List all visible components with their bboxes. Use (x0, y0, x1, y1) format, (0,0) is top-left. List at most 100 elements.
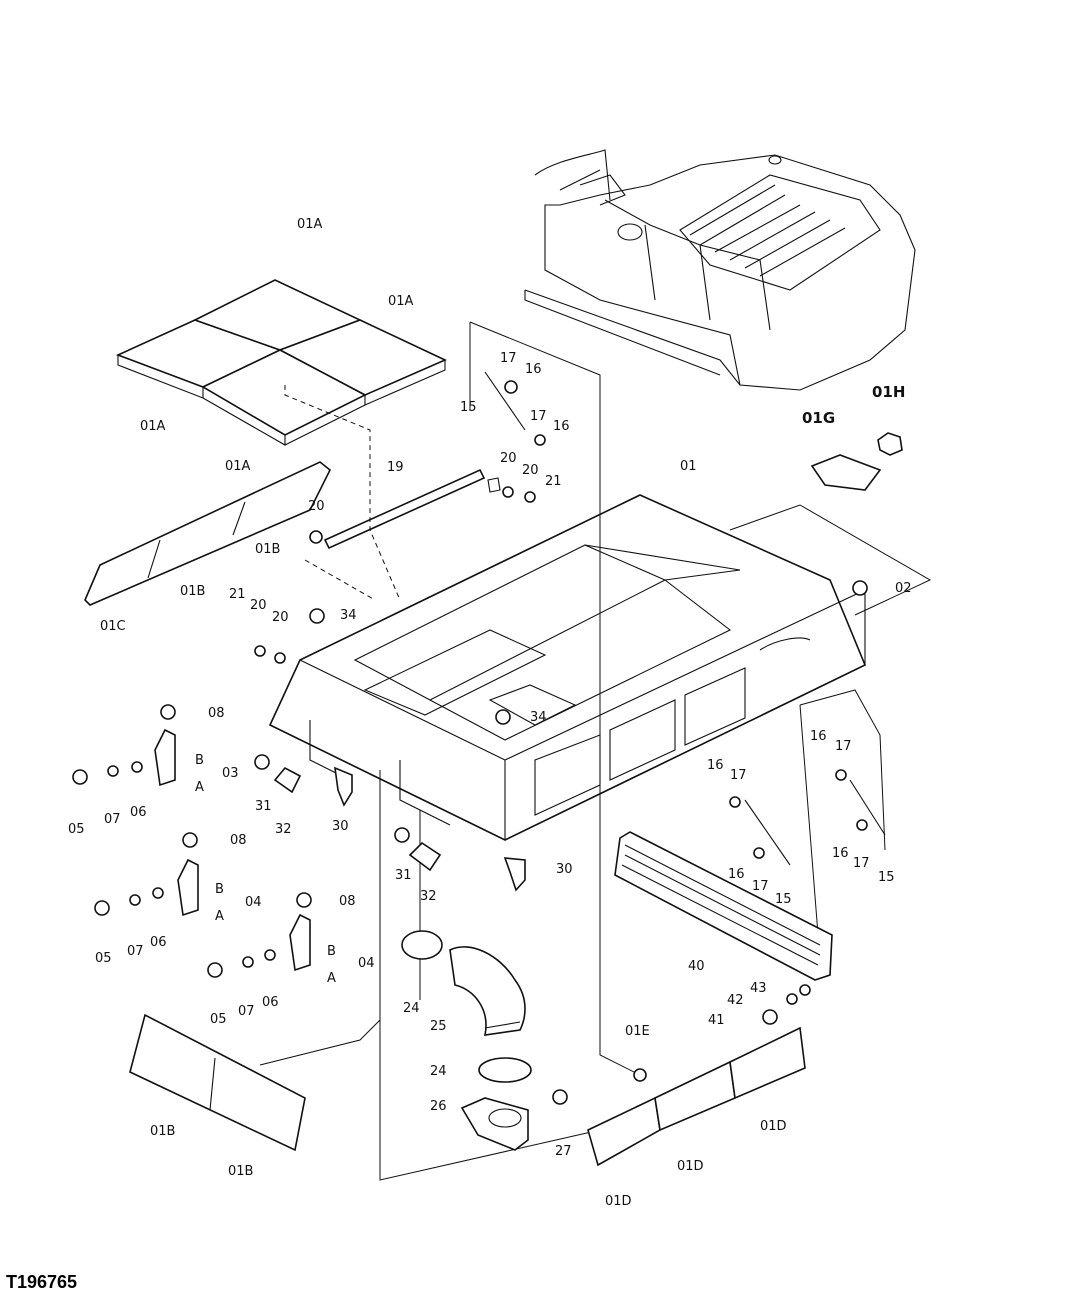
label-17: 17 (500, 351, 517, 366)
label-A: A (215, 909, 224, 924)
support-block-01G (810, 454, 882, 491)
label-31: 31 (395, 868, 412, 883)
label-07: 07 (127, 944, 144, 959)
label-34: 34 (530, 710, 547, 725)
label-21: 21 (545, 474, 562, 489)
label-30: 30 (332, 819, 349, 834)
label-01B: 01B (150, 1124, 175, 1139)
latch-32-lower (408, 841, 442, 872)
label-15: 15 (878, 870, 895, 885)
label-17: 17 (530, 409, 547, 424)
label-16: 16 (728, 867, 745, 882)
label-04: 04 (358, 956, 375, 971)
label-30: 30 (556, 862, 573, 877)
side-panel-01B-01C (84, 461, 332, 606)
label-16: 16 (707, 758, 724, 773)
label-16: 16 (832, 846, 849, 861)
label-01D: 01D (760, 1119, 787, 1134)
label-07: 07 (238, 1004, 255, 1019)
lock-assembly-04-b (289, 913, 311, 972)
lower-panel-set-01D (587, 1026, 806, 1167)
label-34: 34 (340, 608, 357, 623)
label-15: 15 (460, 400, 477, 415)
label-01B: 01B (228, 1164, 253, 1179)
label-01A: 01A (140, 419, 166, 434)
small-hardware (72, 380, 868, 1105)
label-05: 05 (68, 822, 85, 837)
label-26: 26 (430, 1099, 447, 1114)
label-06: 06 (150, 935, 167, 950)
top-panel-set-01A (115, 279, 447, 446)
label-20: 20 (308, 499, 325, 514)
label-02: 02 (895, 581, 912, 596)
lower-panel-set-01B (129, 1013, 306, 1152)
label-24: 24 (403, 1001, 420, 1016)
label-17: 17 (752, 879, 769, 894)
label-16: 16 (525, 362, 542, 377)
lock-assembly-04-a (177, 858, 199, 917)
label-25: 25 (430, 1019, 447, 1034)
label-27: 27 (555, 1144, 572, 1159)
gas-strut-15-b (744, 799, 791, 866)
label-01H: 01H (872, 383, 905, 401)
label-01B: 01B (180, 584, 205, 599)
label-19: 19 (387, 460, 404, 475)
label-16: 16 (810, 729, 827, 744)
label-41: 41 (708, 1013, 725, 1028)
label-B: B (215, 882, 224, 897)
label-04: 04 (245, 895, 262, 910)
gas-strut-15-a (484, 371, 526, 431)
label-20: 20 (272, 610, 289, 625)
label-01D: 01D (677, 1159, 704, 1174)
label-20: 20 (500, 451, 517, 466)
label-01G: 01G (802, 409, 835, 427)
label-01A: 01A (388, 294, 414, 309)
callout-labels: 01A 01A 01A 01A 01B 01B 01B 01B 01C 01D … (68, 217, 912, 1209)
label-42: 42 (727, 993, 744, 1008)
label-15: 15 (775, 892, 792, 907)
label-A: A (327, 971, 336, 986)
label-01A: 01A (225, 459, 251, 474)
label-17: 17 (835, 739, 852, 754)
machine-body-outline (524, 149, 916, 391)
grille-40 (614, 831, 833, 981)
label-17: 17 (730, 768, 747, 783)
label-01A: 01A (297, 217, 323, 232)
label-24: 24 (430, 1064, 447, 1079)
label-06: 06 (262, 995, 279, 1010)
gas-strut-15-c (849, 779, 886, 836)
label-20: 20 (250, 598, 267, 613)
lock-assembly-03 (154, 728, 176, 787)
elbow-hose-25 (449, 946, 526, 1036)
clamp-24-upper (401, 930, 443, 960)
leader-lines (259, 321, 932, 1181)
label-07: 07 (104, 812, 121, 827)
label-05: 05 (95, 951, 112, 966)
label-A: A (195, 780, 204, 795)
label-06: 06 (130, 805, 147, 820)
label-31: 31 (255, 799, 272, 814)
label-21: 21 (229, 587, 246, 602)
label-40: 40 (688, 959, 705, 974)
latch-32-upper (273, 766, 302, 794)
main-cover-01 (268, 494, 867, 841)
label-08: 08 (208, 706, 225, 721)
label-16: 16 (553, 419, 570, 434)
cap-nut-01H (877, 432, 903, 456)
bracket-30-lower (503, 857, 526, 892)
label-08: 08 (230, 833, 247, 848)
bracket-30-upper (334, 766, 353, 807)
label-01C: 01C (100, 619, 126, 634)
label-20: 20 (522, 463, 539, 478)
label-01D: 01D (605, 1194, 632, 1209)
label-03: 03 (222, 766, 239, 781)
flange-26 (460, 1097, 529, 1151)
figure-id: T196765 (6, 1272, 78, 1292)
label-32: 32 (275, 822, 292, 837)
label-B: B (327, 944, 336, 959)
label-08: 08 (339, 894, 356, 909)
label-01: 01 (680, 459, 697, 474)
clamp-24-lower (478, 1057, 532, 1083)
label-43: 43 (750, 981, 767, 996)
